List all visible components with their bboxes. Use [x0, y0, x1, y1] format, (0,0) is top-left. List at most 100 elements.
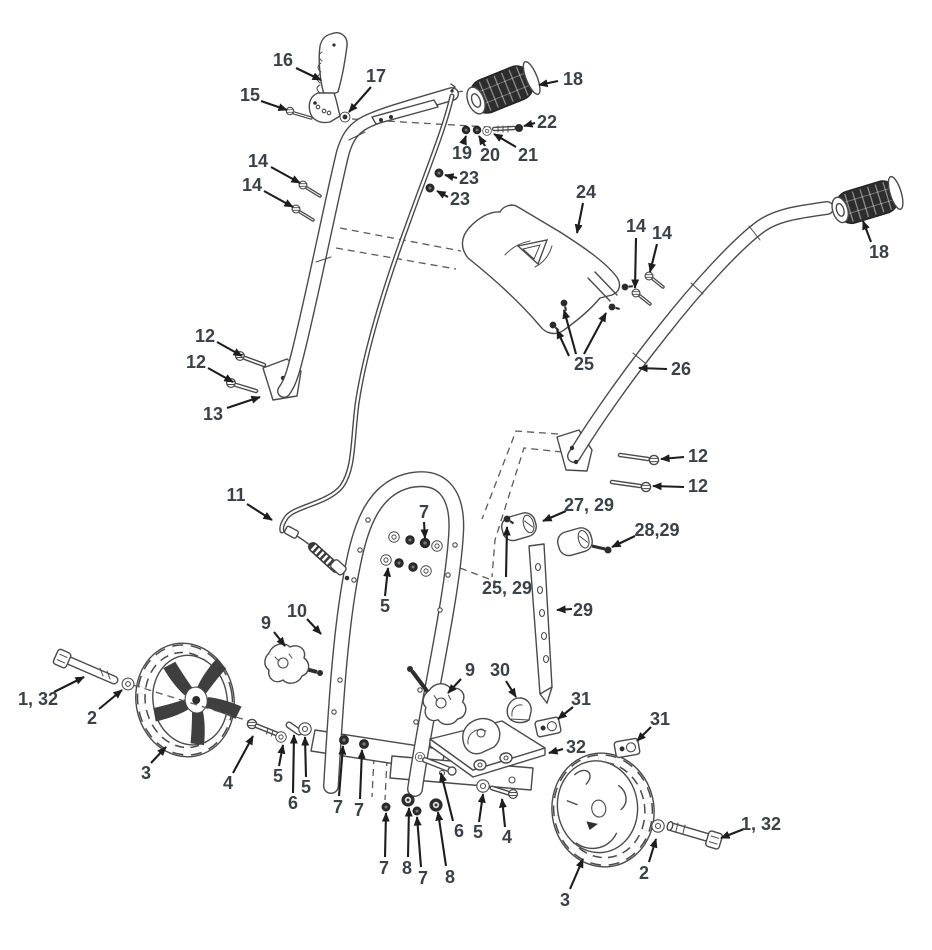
callout-label: 12 — [688, 476, 708, 496]
wheel-left — [135, 642, 246, 758]
callout-label: 2 — [639, 863, 649, 883]
callout-16: 16 — [273, 50, 322, 81]
callout-9: 9 — [261, 613, 286, 647]
callout-label: 18 — [869, 242, 889, 262]
callout-arrow — [260, 100, 288, 111]
callout-label: 3 — [141, 763, 151, 783]
callout-arrow — [498, 798, 507, 828]
callout-arrow — [277, 744, 286, 767]
callout-6: 6 — [439, 772, 464, 841]
callout-3: 3 — [560, 858, 584, 910]
callout-label: 17 — [366, 66, 386, 86]
callout-arrow — [98, 689, 123, 710]
callout-label: 25 — [574, 354, 594, 374]
callout-label: 23 — [450, 189, 470, 209]
callout-5: 5 — [473, 793, 486, 842]
callout-arrow — [505, 680, 517, 698]
callout-label: 20 — [480, 145, 500, 165]
callout-20: 20 — [478, 135, 500, 165]
callout-label: 21 — [518, 145, 538, 165]
callout-arrow — [611, 535, 636, 548]
callout-arrow — [295, 67, 322, 81]
callout-arrow — [444, 173, 458, 181]
callout-5: 5 — [301, 736, 311, 797]
callout-23: 23 — [436, 189, 470, 209]
knob-9-right — [407, 666, 471, 729]
callout-arrow — [232, 735, 254, 774]
callout-label: 3 — [560, 890, 570, 910]
callout-label: 4 — [223, 773, 233, 793]
callout-9: 9 — [447, 660, 475, 694]
transport-carrier — [429, 717, 546, 778]
callout-1-32: 1, 32 — [18, 676, 85, 709]
callout-12: 12 — [660, 446, 708, 466]
callout-label: 32 — [566, 737, 586, 757]
callout-5: 5 — [273, 744, 286, 786]
bumper-bolt — [591, 544, 612, 554]
callout-arrow — [216, 341, 243, 357]
callout-24: 24 — [574, 182, 596, 234]
callout-arrow — [53, 676, 85, 693]
callout-arrow — [523, 119, 536, 128]
bumper-27 — [500, 512, 537, 542]
washer-2-left — [121, 677, 135, 691]
callout-arrow — [636, 726, 652, 742]
callout-arrow — [273, 631, 286, 647]
callout-arrow — [720, 828, 745, 839]
callout-label: 29 — [573, 600, 593, 620]
callout-arrow — [413, 816, 423, 868]
callout-arrow — [502, 526, 511, 578]
callout-label: 23 — [459, 168, 479, 188]
callout-10: 10 — [287, 601, 322, 635]
callout-arrow — [557, 706, 574, 720]
callout-31: 31 — [557, 689, 591, 720]
callout-arrow — [348, 86, 372, 113]
control-cable — [279, 93, 455, 581]
callout-label: 5 — [301, 777, 311, 797]
callout-arrow — [357, 749, 366, 800]
callout-label: 9 — [261, 613, 271, 633]
callout-28-29: 28,29 — [611, 520, 680, 548]
callout-arrow — [226, 395, 261, 409]
callout-arrow — [538, 79, 559, 88]
callout-arrow — [477, 793, 486, 823]
callout-label: 2 — [87, 708, 97, 728]
callout-11: 11 — [226, 485, 273, 521]
drawing — [52, 32, 904, 868]
callout-arrow — [631, 237, 640, 289]
callout-label: 25, 29 — [482, 578, 532, 598]
handle-right — [556, 175, 904, 493]
callout-label: 7 — [333, 797, 343, 817]
callout-arrow — [556, 605, 573, 614]
callout-21: 21 — [493, 133, 538, 165]
callout-26: 26 — [638, 359, 691, 379]
callout-label: 14 — [248, 151, 268, 171]
callout-label: 7 — [419, 502, 429, 522]
callout-label: 6 — [288, 793, 298, 813]
callout-label: 1, 32 — [741, 814, 781, 834]
callout-8: 8 — [435, 811, 455, 887]
handle-left — [225, 87, 459, 401]
callout-label: 31 — [650, 709, 670, 729]
callout-31: 31 — [636, 709, 670, 742]
callout-arrow — [263, 190, 294, 208]
axle-dash-left — [132, 684, 253, 723]
callout-label: 7 — [418, 868, 428, 888]
callout-label: 7 — [354, 800, 364, 820]
callout-29: 29 — [556, 600, 593, 620]
callout-arrow — [207, 367, 234, 383]
callout-12: 12 — [186, 352, 234, 383]
callout-label: 12 — [195, 326, 215, 346]
callout-arrow — [420, 521, 429, 539]
callout-label: 4 — [502, 827, 512, 847]
callout-label: 14 — [242, 175, 262, 195]
cable-hardware — [425, 83, 523, 193]
callout-arrow — [478, 135, 487, 147]
callout-label: 14 — [652, 223, 672, 243]
callout-label: 11 — [226, 485, 245, 505]
callout-arrow — [337, 745, 347, 797]
callout-label: 5 — [473, 822, 483, 842]
axle-bolt-left — [52, 648, 119, 685]
callout-arrow — [652, 482, 685, 491]
callout-arrow — [270, 166, 301, 184]
